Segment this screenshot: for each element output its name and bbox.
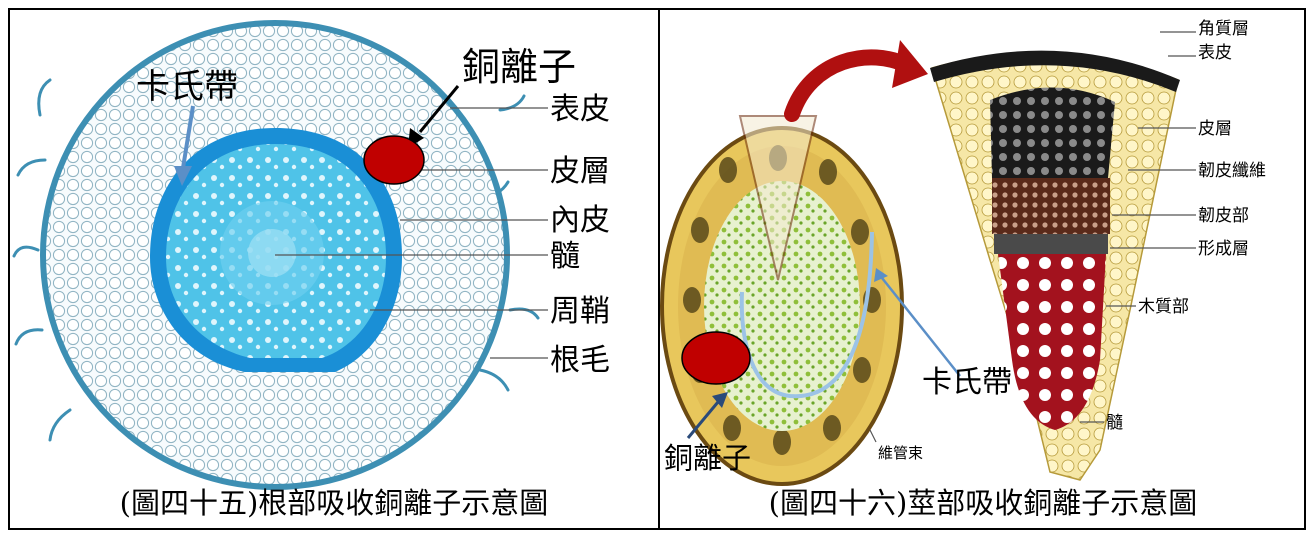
label-pith: 髓 — [550, 239, 580, 274]
label-vascular-bundle: 維管束 — [878, 444, 923, 462]
label-cuticle: 角質層 — [1198, 19, 1249, 39]
label-root-hair: 根毛 — [550, 343, 610, 378]
cambium-band — [994, 234, 1108, 254]
copper-ion-label: 銅離子 — [462, 45, 576, 89]
label-epidermis: 表皮 — [550, 92, 610, 127]
label-phloem-fiber: 韌皮纖維 — [1198, 161, 1266, 181]
stem-copper-ion-dot — [682, 332, 750, 384]
label-stem-epidermis: 表皮 — [1198, 43, 1232, 63]
phloem-band — [992, 178, 1110, 234]
root-figure-caption: (圖四十五)根部吸收銅離子示意圖 — [10, 480, 658, 522]
label-stem-cortex: 皮層 — [1198, 119, 1232, 139]
label-stem-pith: 髓 — [1106, 413, 1123, 433]
label-xylem: 木質部 — [1138, 297, 1189, 317]
casparian-strip-label: 卡氏帶 — [136, 67, 238, 107]
root-diagram: 表皮 皮層 內皮 髓 周鞘 根毛 卡氏帶 銅離子 — [10, 10, 658, 532]
figure-table: 表皮 皮層 內皮 髓 周鞘 根毛 卡氏帶 銅離子 (圖四十五)根部吸收銅離子示意… — [8, 8, 1306, 530]
label-phloem: 韌皮部 — [1198, 206, 1249, 226]
stem-casparian-label: 卡氏帶 — [922, 365, 1012, 400]
stem-diagram: 角質層 表皮 皮層 韌皮纖維 韌皮部 形成層 木質部 髓 維管束 卡氏帶 銅離子 — [660, 10, 1306, 532]
label-endodermis: 內皮 — [550, 203, 610, 238]
root-figure-panel: 表皮 皮層 內皮 髓 周鞘 根毛 卡氏帶 銅離子 (圖四十五)根部吸收銅離子示意… — [10, 10, 658, 528]
stem-figure-panel: 角質層 表皮 皮層 韌皮纖維 韌皮部 形成層 木質部 髓 維管束 卡氏帶 銅離子… — [660, 10, 1306, 528]
phloem-fiber-cap — [990, 87, 1115, 178]
label-pericycle: 周鞘 — [550, 294, 610, 329]
magnify-arrow — [792, 57, 908, 114]
label-cortex: 皮層 — [550, 154, 610, 189]
stem-figure-caption: (圖四十六)莖部吸收銅離子示意圖 — [660, 480, 1306, 522]
copper-ion-dot — [364, 136, 424, 184]
label-cambium: 形成層 — [1198, 239, 1249, 259]
stem-magnified-wedge — [930, 51, 1180, 480]
stem-copper-ion-label: 銅離子 — [664, 441, 751, 475]
